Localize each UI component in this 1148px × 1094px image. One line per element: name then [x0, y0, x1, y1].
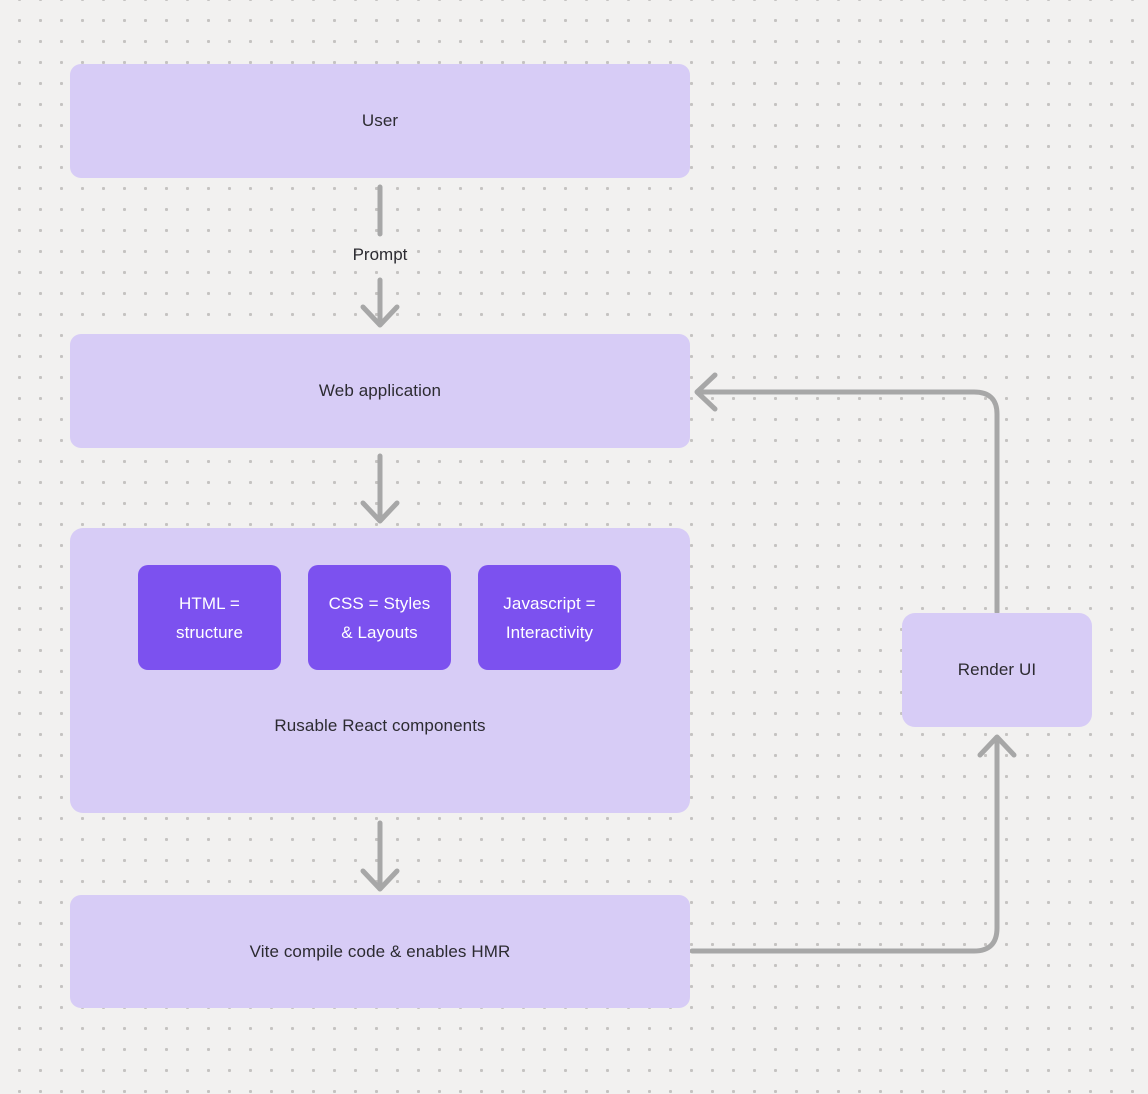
- edge-components-vite-arrowhead-icon: [360, 868, 400, 892]
- node-vite: Vite compile code & enables HMR: [70, 895, 690, 1008]
- node-vite-label: Vite compile code & enables HMR: [249, 941, 511, 961]
- node-components-label: Rusable React components: [274, 716, 486, 735]
- subnode-javascript: Javascript = Interactivity: [478, 565, 621, 670]
- edge-vite-renderui-arrowhead-icon: [977, 734, 1017, 758]
- subnode-javascript-line2: Interactivity: [505, 622, 594, 642]
- subnode-css-line2: & Layouts: [341, 622, 418, 642]
- subnode-html: HTML = structure: [138, 565, 281, 670]
- subnode-javascript-line1: Javascript =: [503, 593, 596, 613]
- subnode-html-line2: structure: [175, 622, 244, 642]
- node-user: User: [70, 64, 690, 178]
- edge-label-prompt: Prompt: [352, 245, 408, 264]
- subnode-css-line1: CSS = Styles: [328, 593, 431, 613]
- node-render-ui: Render UI: [902, 613, 1092, 727]
- edge-vite-renderui: [689, 738, 1000, 954]
- edge-user-webapp-arrowhead-icon: [360, 304, 400, 328]
- edge-renderui-webapp: [696, 389, 1000, 615]
- subnode-html-line1: HTML =: [179, 593, 240, 613]
- subnode-css: CSS = Styles & Layouts: [308, 565, 451, 670]
- edge-renderui-webapp-arrowhead-icon: [694, 372, 718, 412]
- node-user-label: User: [361, 111, 399, 130]
- node-web-application-label: Web application: [318, 381, 442, 400]
- node-render-ui-label: Render UI: [957, 660, 1037, 679]
- node-components-container: HTML = structure CSS = Styles & Layouts …: [70, 528, 690, 813]
- edge-webapp-components-arrowhead-icon: [360, 500, 400, 524]
- node-web-application: Web application: [70, 334, 690, 448]
